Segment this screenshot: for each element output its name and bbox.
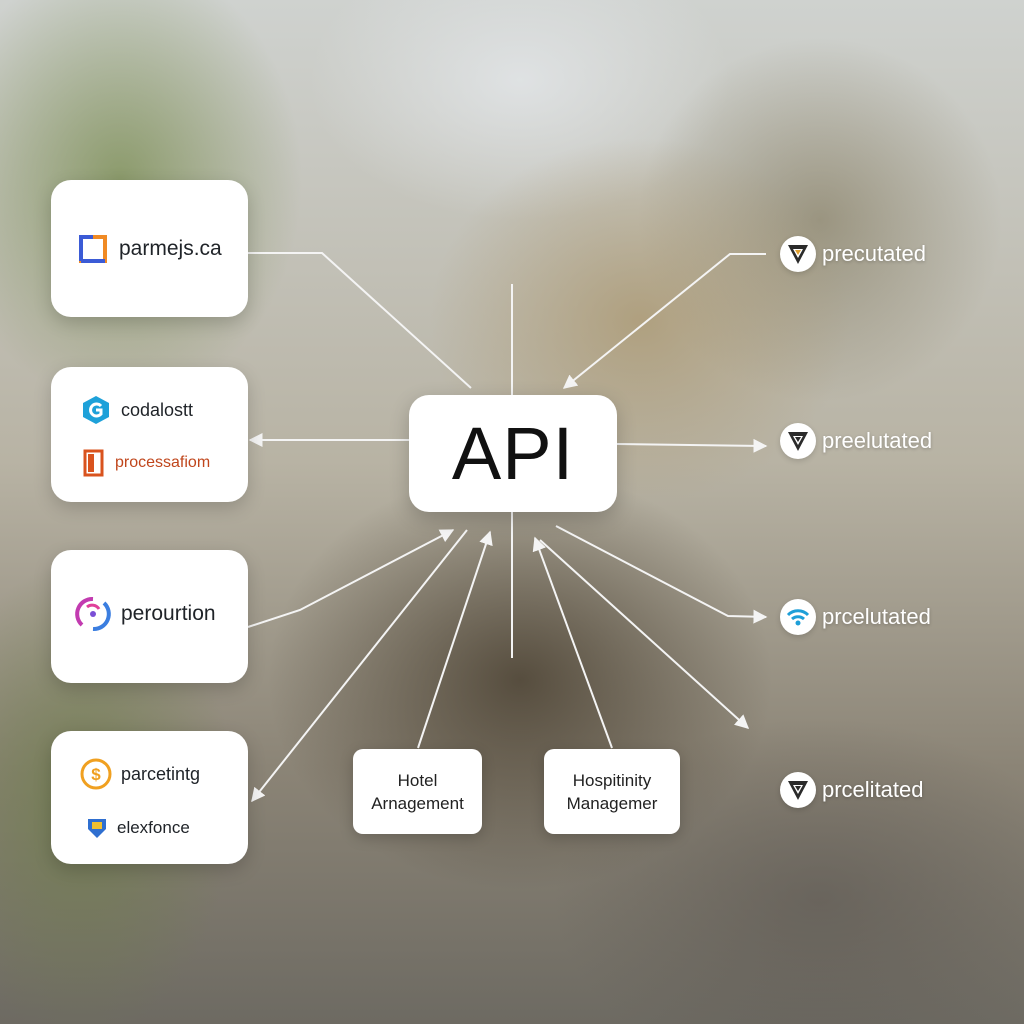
card-line: Hospitinity [572,770,652,790]
dollar-coin-logo-icon: $ [79,757,113,791]
output-label: prcelitated [822,777,924,802]
card-line: Hotel [397,770,438,790]
integration-card-3[interactable]: perourtion [51,550,248,683]
v-shield-logo-icon [780,772,816,808]
integration-label: codalostt [121,399,194,420]
hotel-management-card[interactable]: Hotel Arnagement [353,749,482,834]
connector-arrow [247,529,455,628]
connector-arrow [417,530,493,749]
output-item-2[interactable]: preelutated [780,423,932,459]
v-shield-logo-icon [780,423,816,459]
integration-label: elexfonce [117,818,190,837]
g-hexagon-logo-icon [79,393,113,427]
blue-shield-logo-icon [85,815,109,841]
svg-text:$: $ [91,765,101,784]
output-label: precutated [822,241,926,266]
connector-line [248,252,472,389]
integration-card-1[interactable]: parmejs.ca [51,180,248,317]
integration-label: processafiom [115,454,211,471]
circular-arrows-logo-icon [73,594,113,634]
output-item-4[interactable]: prcelitated [780,772,924,808]
api-label: API [451,412,575,495]
hospitality-management-card[interactable]: Hospitinity Managemer [544,749,680,834]
v-shield-logo-icon [780,236,816,272]
integration-label: parcetintg [121,763,201,784]
connector-arrow [532,536,613,749]
orange-document-logo-icon [81,446,107,480]
square-bracket-logo-icon [77,232,111,266]
integration-label: parmejs.ca [119,237,222,260]
integration-card-2[interactable]: codalostt processafiom [51,367,248,502]
connector-arrow [539,539,750,729]
card-line: Managemer [566,793,658,813]
connector-arrow [555,525,768,624]
connector-arrow [562,253,766,389]
output-item-1[interactable]: precutated [780,236,926,272]
connector-arrow [251,529,468,803]
api-hub[interactable]: API [409,395,617,512]
integration-card-4[interactable]: $ parcetintg elexfonce [51,731,248,864]
output-label: preelutated [822,428,933,453]
output-item-3[interactable]: prcelutated [780,599,931,635]
connector-arrow [616,438,768,453]
card-line: Arnagement [371,793,464,813]
integration-label: perourtion [121,602,216,625]
wifi-logo-icon [780,599,816,635]
output-label: prcelutated [822,604,931,629]
